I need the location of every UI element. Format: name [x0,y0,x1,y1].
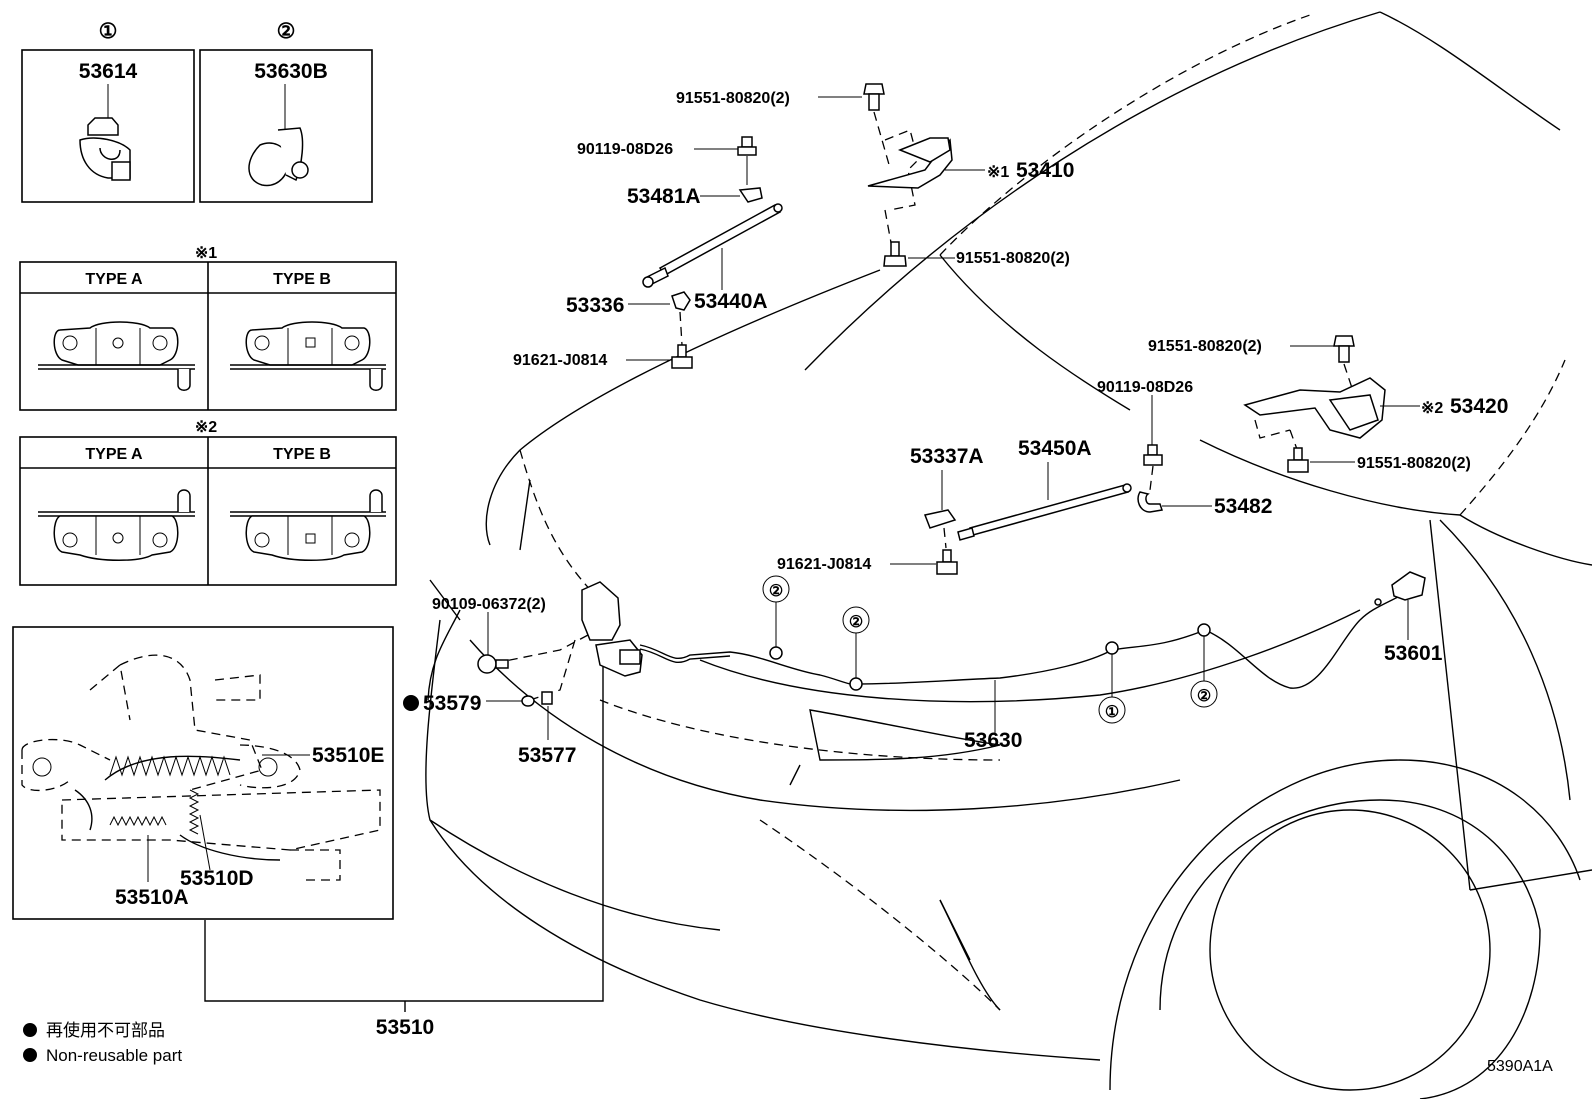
release-lever-53601 [1374,571,1426,640]
callout-53481a: 53481A [627,185,701,208]
seal-53579 [521,695,535,707]
clip-marker-label-1: ② [769,583,783,600]
clip-marker-circle-3 [1098,696,1126,724]
callout-hinge-left: 53410 [1016,159,1074,182]
callout-bolt-91621-lower: 91621-J0814 [777,556,871,573]
type-table-2-type-b: TYPE B [273,446,331,463]
callout-53336: 53336 [566,294,624,317]
type-table-2-note: ※2 [195,419,217,436]
callout-53337a: 53337A [910,445,984,468]
callout-53630: 53630 [964,729,1022,752]
clip-marker-label-3: ① [1105,704,1119,721]
hinge-right [1243,377,1386,439]
release-cable-53630 [639,595,1401,691]
callout-53450a: 53450A [1018,437,1092,460]
type-table-2: ※2 TYPE A TYPE B [19,419,397,586]
bolt-hinge-left-lower [883,209,907,267]
callout-bolt-90109: 90109-06372(2) [432,596,546,613]
assembly-bracket-53510: 53510 [204,648,604,1039]
clip-inset-1: ① 53614 [21,20,195,203]
bolt-90119-left [737,136,757,185]
bolt-91621-lower [936,549,958,575]
callout-bolt-right-top: 91551-80820(2) [1148,338,1262,355]
clip-inset-2: ② 53630B [199,20,373,203]
strut-53450a [957,483,1132,541]
clip-marker-circle-4 [1190,680,1218,708]
legend-dot-en [23,1048,37,1062]
part-53510a: 53510A [115,886,189,909]
clip-marker-1: ① [99,20,118,43]
bracket-53482 [1137,491,1163,513]
callout-53482: 53482 [1214,495,1272,518]
clip-marker-circle-2 [842,606,870,634]
car-body-outline [425,11,1592,1099]
hinge-type-a-drawing [38,321,195,391]
callout-bolt-90119-right: 90119-08D26 [1097,379,1193,396]
part-53510e: 53510E [312,744,384,767]
bracket-53337a [923,470,957,549]
part-53510: 53510 [376,1016,434,1039]
clip-marker-circle-1 [762,575,790,603]
callout-53579: 53579 [423,692,481,715]
bolt-53577 [541,691,553,740]
callout-bolt-right-lower: 91551-80820(2) [1357,455,1471,472]
hinge-type-b-drawing [230,321,386,391]
clip-part-53614: 53614 [79,60,138,83]
type-table-1-type-a: TYPE A [85,271,143,288]
legend-jp: 再使用不可部品 [46,1020,165,1040]
type-table-1-note: ※1 [195,245,217,262]
clip-marker-label-4: ② [1197,688,1211,705]
legend-en: Non-reusable part [46,1046,182,1065]
bolt-right-top [1333,335,1355,389]
lock-inset: 53510E 53510D 53510A [12,626,394,920]
hinge-type-b-lower-drawing [230,489,386,561]
callout-bolt-hinge-left-lower: 91551-80820(2) [956,250,1070,267]
callout-53601: 53601 [1384,642,1443,665]
clip-part-53630b: 53630B [254,60,328,83]
hinge-left [867,129,953,211]
figure-id: 5390A1A [1487,1058,1553,1075]
bracket-53481a [738,187,763,203]
type-table-1: ※1 TYPE A TYPE B [19,245,397,411]
non-reusable-marker [403,695,419,711]
bolt-90109 [477,612,509,674]
clip-marker-2: ② [277,20,296,43]
part-53510d: 53510D [180,867,254,890]
bolt-91621-upper [671,344,693,369]
callout-bolt-90119-left: 90119-08D26 [577,141,673,158]
hood-lock-assembly [499,581,643,701]
hinge-type-a-lower-drawing [38,489,195,561]
callout-hinge-right: 53420 [1450,395,1508,418]
strut-53440a [642,203,783,288]
hood-lock-drawing [21,654,381,881]
clip-marker-label-2: ② [849,614,863,631]
callout-bolt-top: 91551-80820(2) [676,90,790,107]
callout-bolt-91621-upper: 91621-J0814 [513,352,607,369]
callout-hinge-right-mark: ※2 [1421,400,1443,417]
legend-dot-jp [23,1023,37,1037]
type-table-2-type-a: TYPE A [85,446,143,463]
bolt-right-lower [1287,429,1309,473]
callout-53440a: 53440A [694,290,768,313]
clip-53630b-drawing [248,127,309,187]
bolt-90119-right [1143,395,1163,491]
legend: 再使用不可部品 Non-reusable part [23,1020,182,1065]
clip-53614-drawing [79,117,131,181]
callout-hinge-left-mark: ※1 [987,164,1009,181]
bolt-top [863,83,891,169]
callout-53577: 53577 [518,744,576,767]
bracket-53336 [671,291,691,346]
type-table-1-type-b: TYPE B [273,271,331,288]
